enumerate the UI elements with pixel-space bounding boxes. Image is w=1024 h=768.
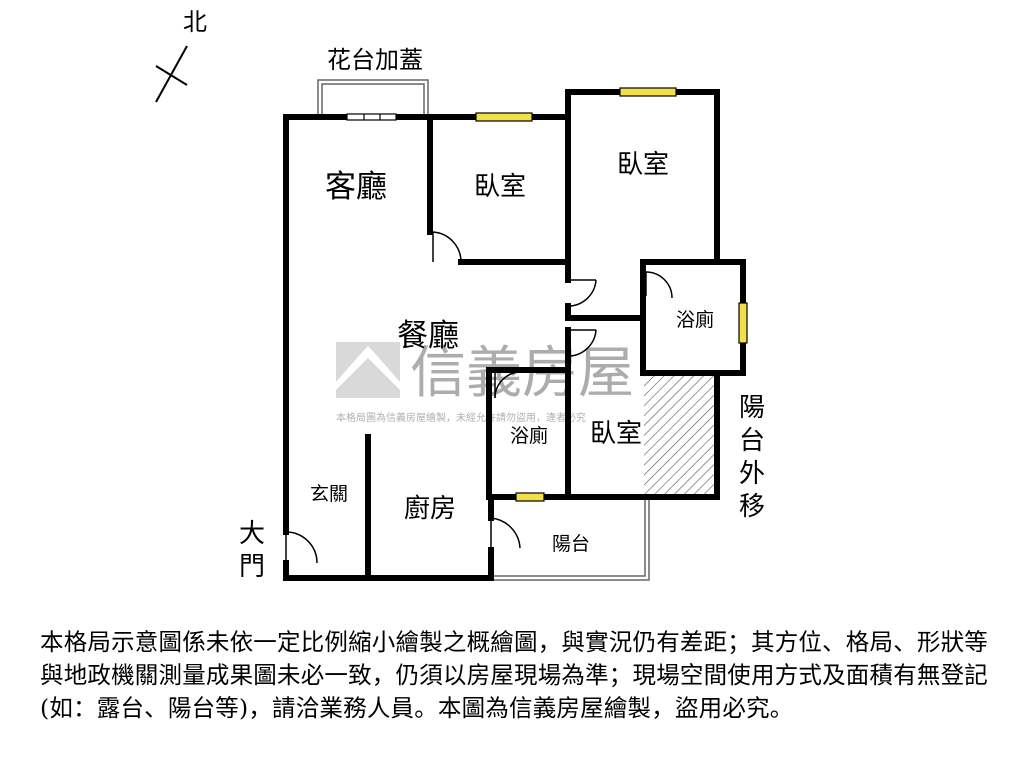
main-door-label-2: 門 [239, 552, 265, 582]
walls [283, 89, 746, 581]
sliding-door-living [346, 113, 397, 121]
dining-room-label: 餐廳 [397, 318, 459, 354]
bathroom-1-label: 浴廁 [676, 308, 714, 331]
bathroom-2-label: 浴廁 [510, 424, 548, 447]
door-bedroom-1 [432, 231, 462, 263]
watermark-notice: 本格局圖為信義房屋繪製，未經允許請勿盜用，違者必究 [336, 411, 586, 424]
flower-deck-label: 花台加蓋 [327, 46, 423, 74]
door-bathroom-2 [494, 371, 522, 399]
door-balcony [490, 517, 521, 550]
door-bedroom-3 [567, 329, 597, 357]
north-arrow-icon [155, 45, 188, 103]
balcony-moved-label-2: 台 [739, 426, 765, 456]
balcony-moved-label-1: 陽 [739, 393, 765, 423]
balcony-label: 陽台 [552, 533, 590, 555]
balcony-moved-label-4: 移 [739, 492, 765, 522]
entrance-hall-label: 玄關 [310, 483, 348, 505]
main-door-label-1: 大 [239, 519, 265, 549]
bedroom-3-label: 臥室 [590, 419, 642, 449]
disclaimer-text: 本格局示意圖係未依一定比例縮小繪製之概繪圖，與實況仍有差距；其方位、格局、形狀等… [40, 628, 988, 722]
watermark-brand: 信義房屋 [410, 341, 634, 406]
kitchen-label: 廚房 [404, 494, 456, 524]
window-bedroom-2 [619, 87, 677, 97]
window-kitchen [515, 492, 545, 502]
bedroom-2-label: 臥室 [617, 150, 669, 180]
window-bedroom-1 [475, 112, 533, 122]
hatched-area [644, 376, 717, 495]
watermark: 信義房屋 本格局圖為信義房屋繪製，未經允許請勿盜用，違者必究 [336, 341, 634, 424]
door-bathroom-1 [645, 271, 673, 299]
watermark-logo-icon [336, 342, 400, 398]
bedroom-1-label: 臥室 [474, 172, 526, 202]
door-main-entrance [285, 531, 318, 564]
door-bedroom-2 [567, 279, 597, 307]
balcony-outline [491, 497, 650, 581]
north-label: 北 [183, 8, 207, 36]
floor-plan: 北 花台加蓋 [155, 8, 765, 582]
window-bathroom-1 [738, 302, 748, 344]
flower-deck-outline [317, 79, 429, 118]
balcony-moved-label-3: 外 [739, 459, 765, 489]
living-room-label: 客廳 [325, 169, 387, 205]
